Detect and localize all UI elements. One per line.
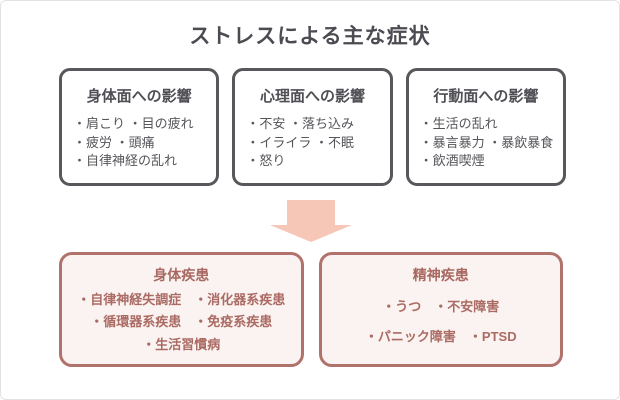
effect-box-items: ・生活の乱れ ・暴言暴力 ・暴飲暴食 ・飲酒喫煙 (409, 115, 563, 171)
disease-box-physical: 身体疾患 ・自律神経失調症 ・消化器系疾患 ・循環器系疾患 ・免疫系疾患 ・生活… (59, 252, 304, 367)
effect-item-line: ・疲労 ・頭痛 (73, 134, 155, 150)
diseases-row: 身体疾患 ・自律神経失調症 ・消化器系疾患 ・循環器系疾患 ・免疫系疾患 ・生活… (59, 252, 563, 367)
effects-row: 身体面への影響 ・肩こり ・目の疲れ ・疲労 ・頭痛 ・自律神経の乱れ 心理面へ… (59, 68, 566, 186)
effect-item-line: ・自律神経の乱れ (73, 153, 178, 168)
effect-item-line: ・怒り (246, 153, 286, 168)
effect-box-physical: 身体面への影響 ・肩こり ・目の疲れ ・疲労 ・頭痛 ・自律神経の乱れ (59, 68, 220, 186)
effect-box-title: 心理面への影響 (259, 88, 365, 105)
effect-item-line: ・肩こり ・目の疲れ (73, 116, 194, 131)
effect-item-line: ・生活の乱れ (419, 116, 498, 131)
disease-item-line: ・パニック障害 ・PTSD (364, 329, 517, 344)
effect-item-line: ・不安 ・落ち込み (246, 116, 354, 131)
effect-item-line: ・イライラ ・不眠 (246, 134, 354, 150)
disease-box-mental: 精神疾患 ・うつ ・不安障害 ・パニック障害 ・PTSD (318, 252, 563, 367)
disease-box-title: 身体疾患 (153, 267, 210, 283)
disease-item-line: ・生活習慣病 (142, 336, 221, 352)
disease-box-items: ・自律神経失調症 ・消化器系疾患 ・循環器系疾患 ・免疫系疾患 ・生活習慣病 (68, 285, 295, 356)
disease-item-line: ・循環器系疾患 ・免疫系疾患 (90, 314, 273, 329)
effect-box-behavioral: 行動面への影響 ・生活の乱れ ・暴言暴力 ・暴飲暴食 ・飲酒喫煙 (405, 68, 566, 186)
page-title: ストレスによる主な症状 (189, 25, 431, 48)
disease-box-items: ・うつ ・不安障害 ・パニック障害 ・PTSD (328, 285, 555, 356)
effect-box-items: ・不安 ・落ち込み ・イライラ ・不眠 ・怒り (235, 115, 389, 171)
effect-item-line: ・飲酒喫煙 (419, 153, 485, 168)
effect-box-title: 行動面への影響 (433, 88, 539, 105)
effect-box-psychological: 心理面への影響 ・不安 ・落ち込み ・イライラ ・不眠 ・怒り (232, 68, 393, 186)
effect-box-items: ・肩こり ・目の疲れ ・疲労 ・頭痛 ・自律神経の乱れ (62, 115, 216, 171)
disease-item-line: ・自律神経失調症 ・消化器系疾患 (77, 291, 286, 307)
disease-box-title: 精神疾患 (412, 267, 469, 283)
down-arrow-icon (270, 200, 352, 242)
disease-item-line: ・うつ ・不安障害 (382, 299, 500, 314)
effect-box-title: 身体面への影響 (86, 88, 192, 105)
effect-item-line: ・暴言暴力 ・暴飲暴食 (419, 134, 554, 150)
